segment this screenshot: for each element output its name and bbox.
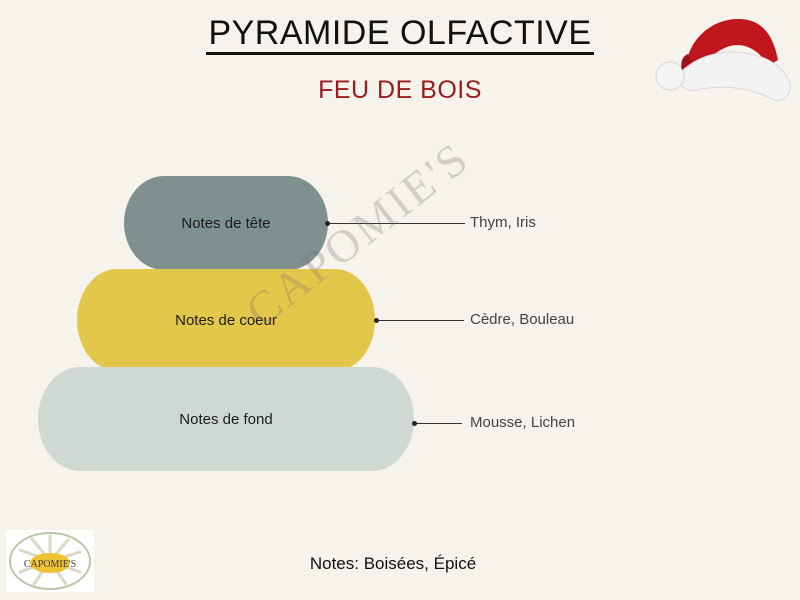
connector-heart <box>374 318 464 323</box>
tier-heart-notes: Notes de coeur <box>77 269 375 371</box>
tier-top-label: Notes de tête <box>181 214 271 232</box>
santa-hat-icon <box>655 19 791 101</box>
page-title: PYRAMIDE OLFACTIVE <box>0 14 800 55</box>
top-notes-text: Thym, Iris <box>470 214 536 231</box>
tier-heart-label: Notes de coeur <box>175 311 277 329</box>
tier-base-label: Notes de fond <box>179 410 273 428</box>
tier-base-notes: Notes de fond <box>38 367 414 471</box>
connector-top <box>325 221 465 226</box>
tier-top-notes: Notes de tête <box>124 176 328 270</box>
page-subtitle: FEU DE BOIS <box>318 76 482 104</box>
heart-notes-text: Cèdre, Bouleau <box>470 311 575 328</box>
logo-text: CAPOMIE'S <box>24 559 76 570</box>
footer-notes: Notes: Boisées, Épicé <box>309 554 477 573</box>
connector-base <box>412 421 462 426</box>
brand-logo: CAPOMIE'S <box>6 530 94 592</box>
base-notes-text: Mousse, Lichen <box>470 414 576 431</box>
